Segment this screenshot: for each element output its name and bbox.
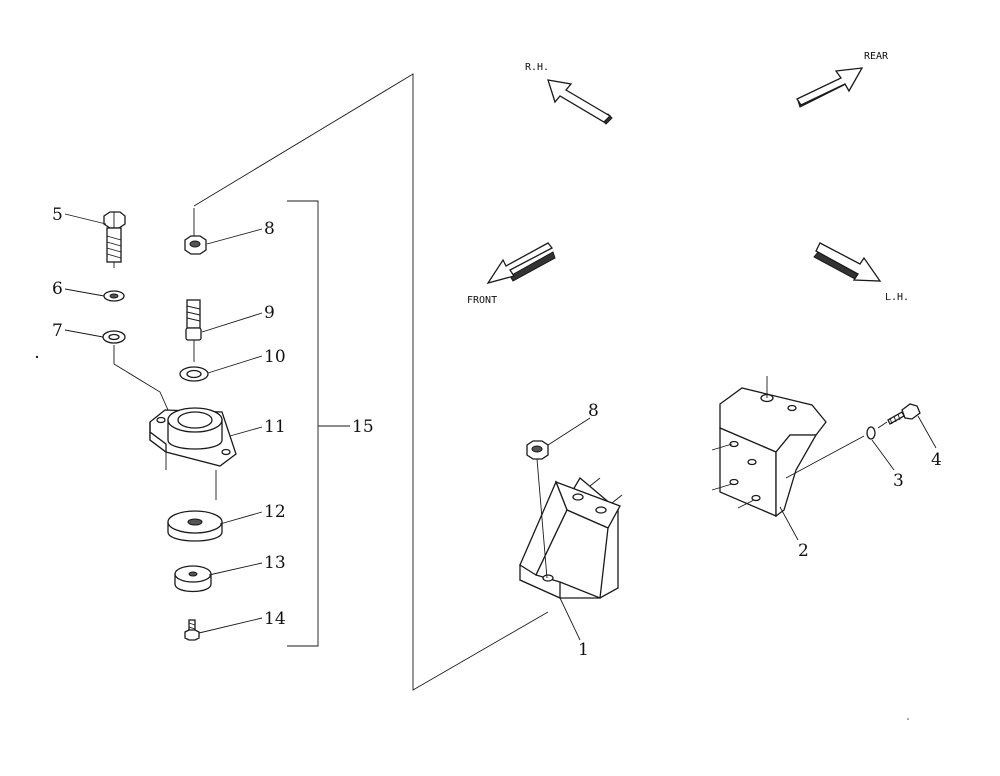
callout-7: 7 xyxy=(52,321,63,341)
callout-6: 6 xyxy=(52,279,63,299)
mount-bracket-part-1 xyxy=(519,477,623,600)
assembly-connector-lines xyxy=(193,73,549,691)
callout-15: 15 xyxy=(352,417,374,437)
callout-11: 11 xyxy=(264,417,286,437)
callout-10: 10 xyxy=(264,347,286,367)
lock-washer-part-6 xyxy=(103,290,125,302)
callout-1: 1 xyxy=(578,640,589,660)
callout-2: 2 xyxy=(798,541,809,561)
callout-8-assembly: 8 xyxy=(264,219,275,239)
lh-direction-label: L.H. xyxy=(885,292,909,303)
washer-part-3 xyxy=(866,426,876,440)
rh-direction-arrow xyxy=(547,79,613,125)
rubber-cushion-part-12 xyxy=(167,510,223,542)
callout-leader-lines xyxy=(64,213,937,641)
stud-bolt-part-9 xyxy=(185,299,202,362)
hex-bolt-part-5 xyxy=(103,211,126,268)
hex-nut-part-8 xyxy=(184,208,207,255)
scan-speck xyxy=(35,355,39,359)
callout-8-bracket: 8 xyxy=(588,401,599,421)
front-direction-label: FRONT xyxy=(467,295,497,306)
rear-direction-arrow xyxy=(796,67,864,108)
callout-14: 14 xyxy=(264,609,286,629)
engine-bracket-part-2 xyxy=(711,376,865,518)
scan-speck xyxy=(907,718,909,720)
callout-13: 13 xyxy=(264,553,286,573)
hex-bolt-part-4 xyxy=(877,403,921,429)
callout-12: 12 xyxy=(264,502,286,522)
callout-5: 5 xyxy=(52,205,63,225)
hex-nut-part-8-bracket xyxy=(526,440,549,579)
callout-3: 3 xyxy=(893,471,904,491)
flange-mount-part-11 xyxy=(149,407,237,500)
flat-washer-part-7 xyxy=(102,330,169,411)
assembly-15-bracket xyxy=(287,200,350,647)
callout-4: 4 xyxy=(931,450,942,470)
front-direction-arrow xyxy=(486,242,556,285)
lh-direction-arrow xyxy=(813,242,882,282)
small-bolt-part-14 xyxy=(184,619,200,641)
rubber-cushion-part-13 xyxy=(174,565,212,593)
callout-9: 9 xyxy=(264,303,275,323)
flat-washer-part-10 xyxy=(179,366,209,382)
rh-direction-label: R.H. xyxy=(525,62,549,73)
rear-direction-label: REAR xyxy=(864,51,889,62)
